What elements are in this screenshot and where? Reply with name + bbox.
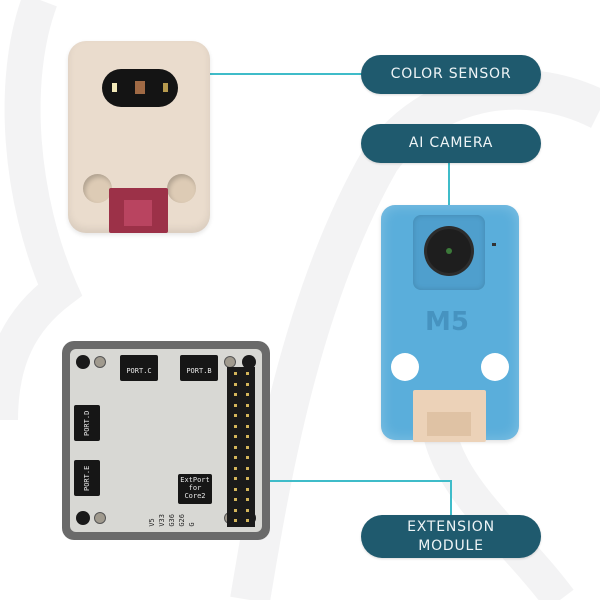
extport-label: ExtPort for Core2: [178, 474, 212, 504]
ai-camera-label-text: AI CAMERA: [408, 135, 494, 151]
mounting-hole-left: [83, 174, 112, 203]
m5-logo: M5: [425, 307, 469, 337]
connector-line-ai-camera: [448, 162, 450, 206]
extension-module-label-line1: EXTENSION: [407, 518, 495, 535]
extension-module-label: EXTENSION MODULE: [361, 515, 541, 558]
grove-connector: [413, 390, 486, 442]
mounting-hole-left: [391, 353, 419, 381]
color-sensor-label: COLOR SENSOR: [361, 55, 541, 94]
color-sensor-device: [68, 41, 210, 233]
port-e-label: PORT.E: [74, 460, 100, 496]
mounting-hole-right: [481, 353, 509, 381]
color-sensor-window: [102, 69, 178, 107]
ai-camera-device: M5: [381, 205, 519, 442]
camera-lens-mount: [413, 215, 485, 290]
pin-header: [227, 367, 255, 527]
color-sensor-label-text: COLOR SENSOR: [390, 66, 512, 82]
connector-line-extension-h: [270, 480, 452, 482]
connector-line-extension-v: [450, 480, 452, 516]
connector-line-color-sensor: [208, 73, 363, 75]
extension-pcb: PORT.C PORT.B PORT.D PORT.E ExtPort for …: [70, 349, 262, 532]
grove-connector: [109, 188, 168, 233]
port-c-label: PORT.C: [120, 355, 158, 381]
extension-module-device: PORT.C PORT.B PORT.D PORT.E ExtPort for …: [62, 341, 270, 540]
port-b-label: PORT.B: [180, 355, 218, 381]
pin-labels: V5 V33 G36 G26 G: [148, 514, 196, 527]
ai-camera-label: AI CAMERA: [361, 124, 541, 163]
port-d-label: PORT.D: [74, 405, 100, 441]
mounting-hole-right: [167, 174, 196, 203]
extension-module-label-line2: MODULE: [418, 537, 484, 554]
camera-lens: [427, 229, 471, 273]
